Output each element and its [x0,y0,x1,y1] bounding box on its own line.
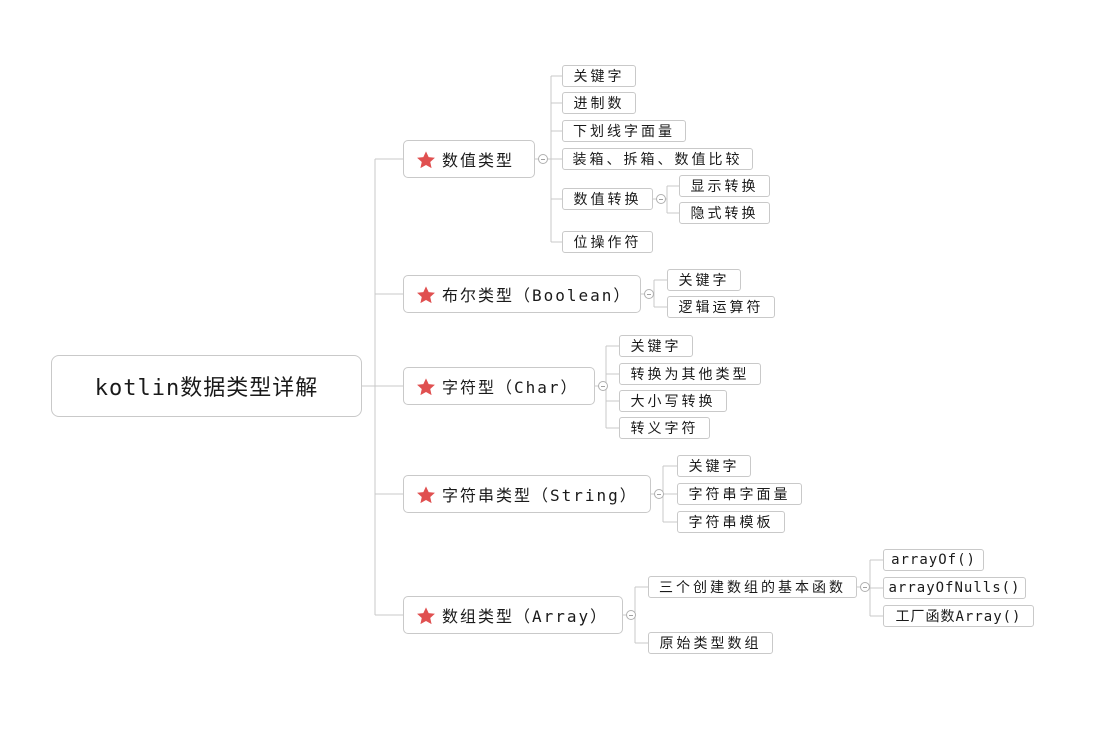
subtopic-label: arrayOfNulls() [888,580,1021,596]
branch-label: 字符型（Char） [442,378,579,397]
subtopic-convert-to-other[interactable]: 转换为其他类型 [619,363,761,385]
subtopic-label: arrayOf() [891,552,976,568]
star-icon [417,607,435,625]
subtopic-label: 位操作符 [573,235,642,251]
branch-char-type[interactable]: 字符型（Char） [403,367,595,405]
collapse-toggle-boolean[interactable] [644,289,654,299]
subtopic-label: 关键字 [678,273,730,289]
subtopic-explicit-conversion[interactable]: 显示转换 [679,175,770,197]
subtopic-arrayofnulls[interactable]: arrayOfNulls() [883,577,1026,599]
subtopic-label: 关键字 [630,339,682,355]
subtopic-label: 数值转换 [573,192,642,208]
root-topic-label: kotlin数据类型详解 [94,376,319,401]
subtopic-label: 显示转换 [690,179,759,195]
subtopic-label: 字符串模板 [688,515,774,531]
branch-label: 布尔类型（Boolean） [442,286,632,305]
subtopic-label: 原始类型数组 [659,636,762,652]
subtopic-keyword[interactable]: 关键字 [562,65,636,87]
branch-label: 字符串类型（String） [442,486,638,505]
root-topic[interactable]: kotlin数据类型详解 [51,355,362,417]
subtopic-label: 装箱、拆箱、数值比较 [572,152,743,168]
collapse-toggle-numeric[interactable] [538,154,548,164]
subtopic-primitive-arrays[interactable]: 原始类型数组 [648,632,773,654]
subtopic-label: 转义字符 [630,421,699,437]
collapse-toggle-array[interactable] [626,610,636,620]
subtopic-label: 逻辑运算符 [678,300,764,316]
branch-boolean-type[interactable]: 布尔类型（Boolean） [403,275,641,313]
subtopic-radix[interactable]: 进制数 [562,92,636,114]
star-icon [417,286,435,304]
subtopic-bit-operators[interactable]: 位操作符 [562,231,653,253]
subtopic-label: 隐式转换 [690,206,759,222]
collapse-toggle-array-functions[interactable] [860,582,870,592]
collapse-toggle-conversion[interactable] [656,194,666,204]
subtopic-label: 工厂函数Array() [895,609,1022,625]
subtopic-label: 下划线字面量 [573,124,675,140]
subtopic-underscore-literal[interactable]: 下划线字面量 [562,120,686,142]
collapse-toggle-string[interactable] [654,489,664,499]
branch-array-type[interactable]: 数组类型（Array） [403,596,623,634]
branch-string-type[interactable]: 字符串类型（String） [403,475,651,513]
star-icon [417,151,435,169]
subtopic-escape-chars[interactable]: 转义字符 [619,417,710,439]
subtopic-implicit-conversion[interactable]: 隐式转换 [679,202,770,224]
star-icon [417,378,435,396]
branch-label: 数值类型 [442,151,515,170]
branch-label: 数组类型（Array） [442,607,609,626]
subtopic-label: 字符串字面量 [688,487,791,503]
subtopic-array-functions[interactable]: 三个创建数组的基本函数 [648,576,857,598]
subtopic-keyword[interactable]: 关键字 [619,335,693,357]
subtopic-arrayof[interactable]: arrayOf() [883,549,984,571]
subtopic-factory-array[interactable]: 工厂函数Array() [883,605,1034,627]
subtopic-label: 关键字 [573,69,625,85]
subtopic-case-conversion[interactable]: 大小写转换 [619,390,727,412]
subtopic-keyword[interactable]: 关键字 [677,455,751,477]
subtopic-logical-operators[interactable]: 逻辑运算符 [667,296,775,318]
star-icon [417,486,435,504]
subtopic-string-template[interactable]: 字符串模板 [677,511,785,533]
subtopic-label: 转换为其他类型 [630,367,750,383]
subtopic-keyword[interactable]: 关键字 [667,269,741,291]
subtopic-numeric-conversion[interactable]: 数值转换 [562,188,653,210]
subtopic-label: 关键字 [688,459,740,475]
subtopic-label: 进制数 [573,96,625,112]
subtopic-label: 大小写转换 [630,394,716,410]
collapse-toggle-char[interactable] [598,381,608,391]
subtopic-boxing[interactable]: 装箱、拆箱、数值比较 [562,148,753,170]
subtopic-string-literal[interactable]: 字符串字面量 [677,483,802,505]
branch-numeric-types[interactable]: 数值类型 [403,140,535,178]
subtopic-label: 三个创建数组的基本函数 [659,580,846,596]
